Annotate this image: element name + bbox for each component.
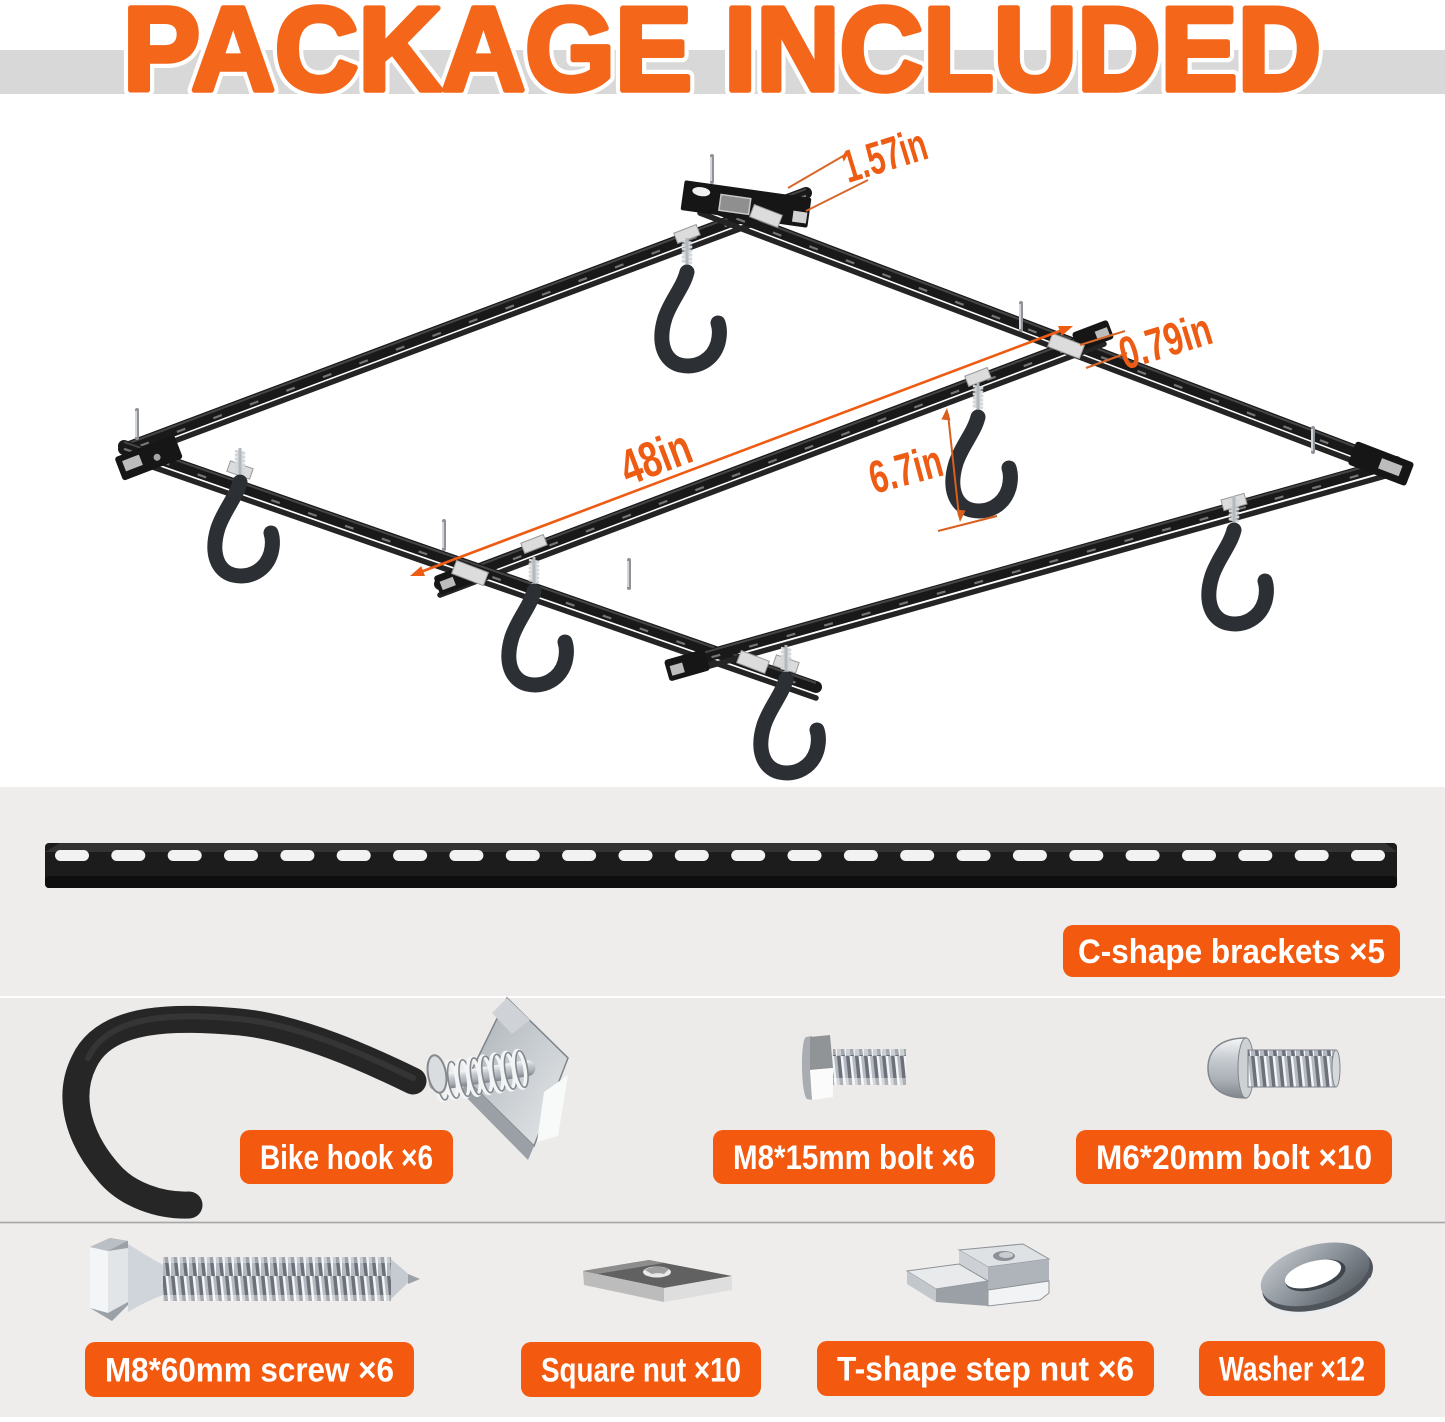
svg-text:PACKAGE INCLUDED: PACKAGE INCLUDED xyxy=(123,0,1321,116)
svg-text:T-shape step nut ×6: T-shape step nut ×6 xyxy=(837,1350,1134,1388)
svg-text:Square nut ×10: Square nut ×10 xyxy=(541,1351,741,1389)
svg-text:M8*15mm bolt ×6: M8*15mm bolt ×6 xyxy=(733,1139,975,1177)
svg-text:C-shape brackets ×5: C-shape brackets ×5 xyxy=(1078,933,1385,971)
svg-text:M8*60mm screw ×6: M8*60mm screw ×6 xyxy=(105,1351,394,1389)
svg-text:PACKAGE INCLUDED: PACKAGE INCLUDED xyxy=(123,0,1321,116)
svg-text:Bike hook ×6: Bike hook ×6 xyxy=(260,1139,433,1177)
svg-text:Washer ×12: Washer ×12 xyxy=(1219,1350,1365,1388)
svg-text:M6*20mm bolt ×10: M6*20mm bolt ×10 xyxy=(1096,1139,1372,1177)
